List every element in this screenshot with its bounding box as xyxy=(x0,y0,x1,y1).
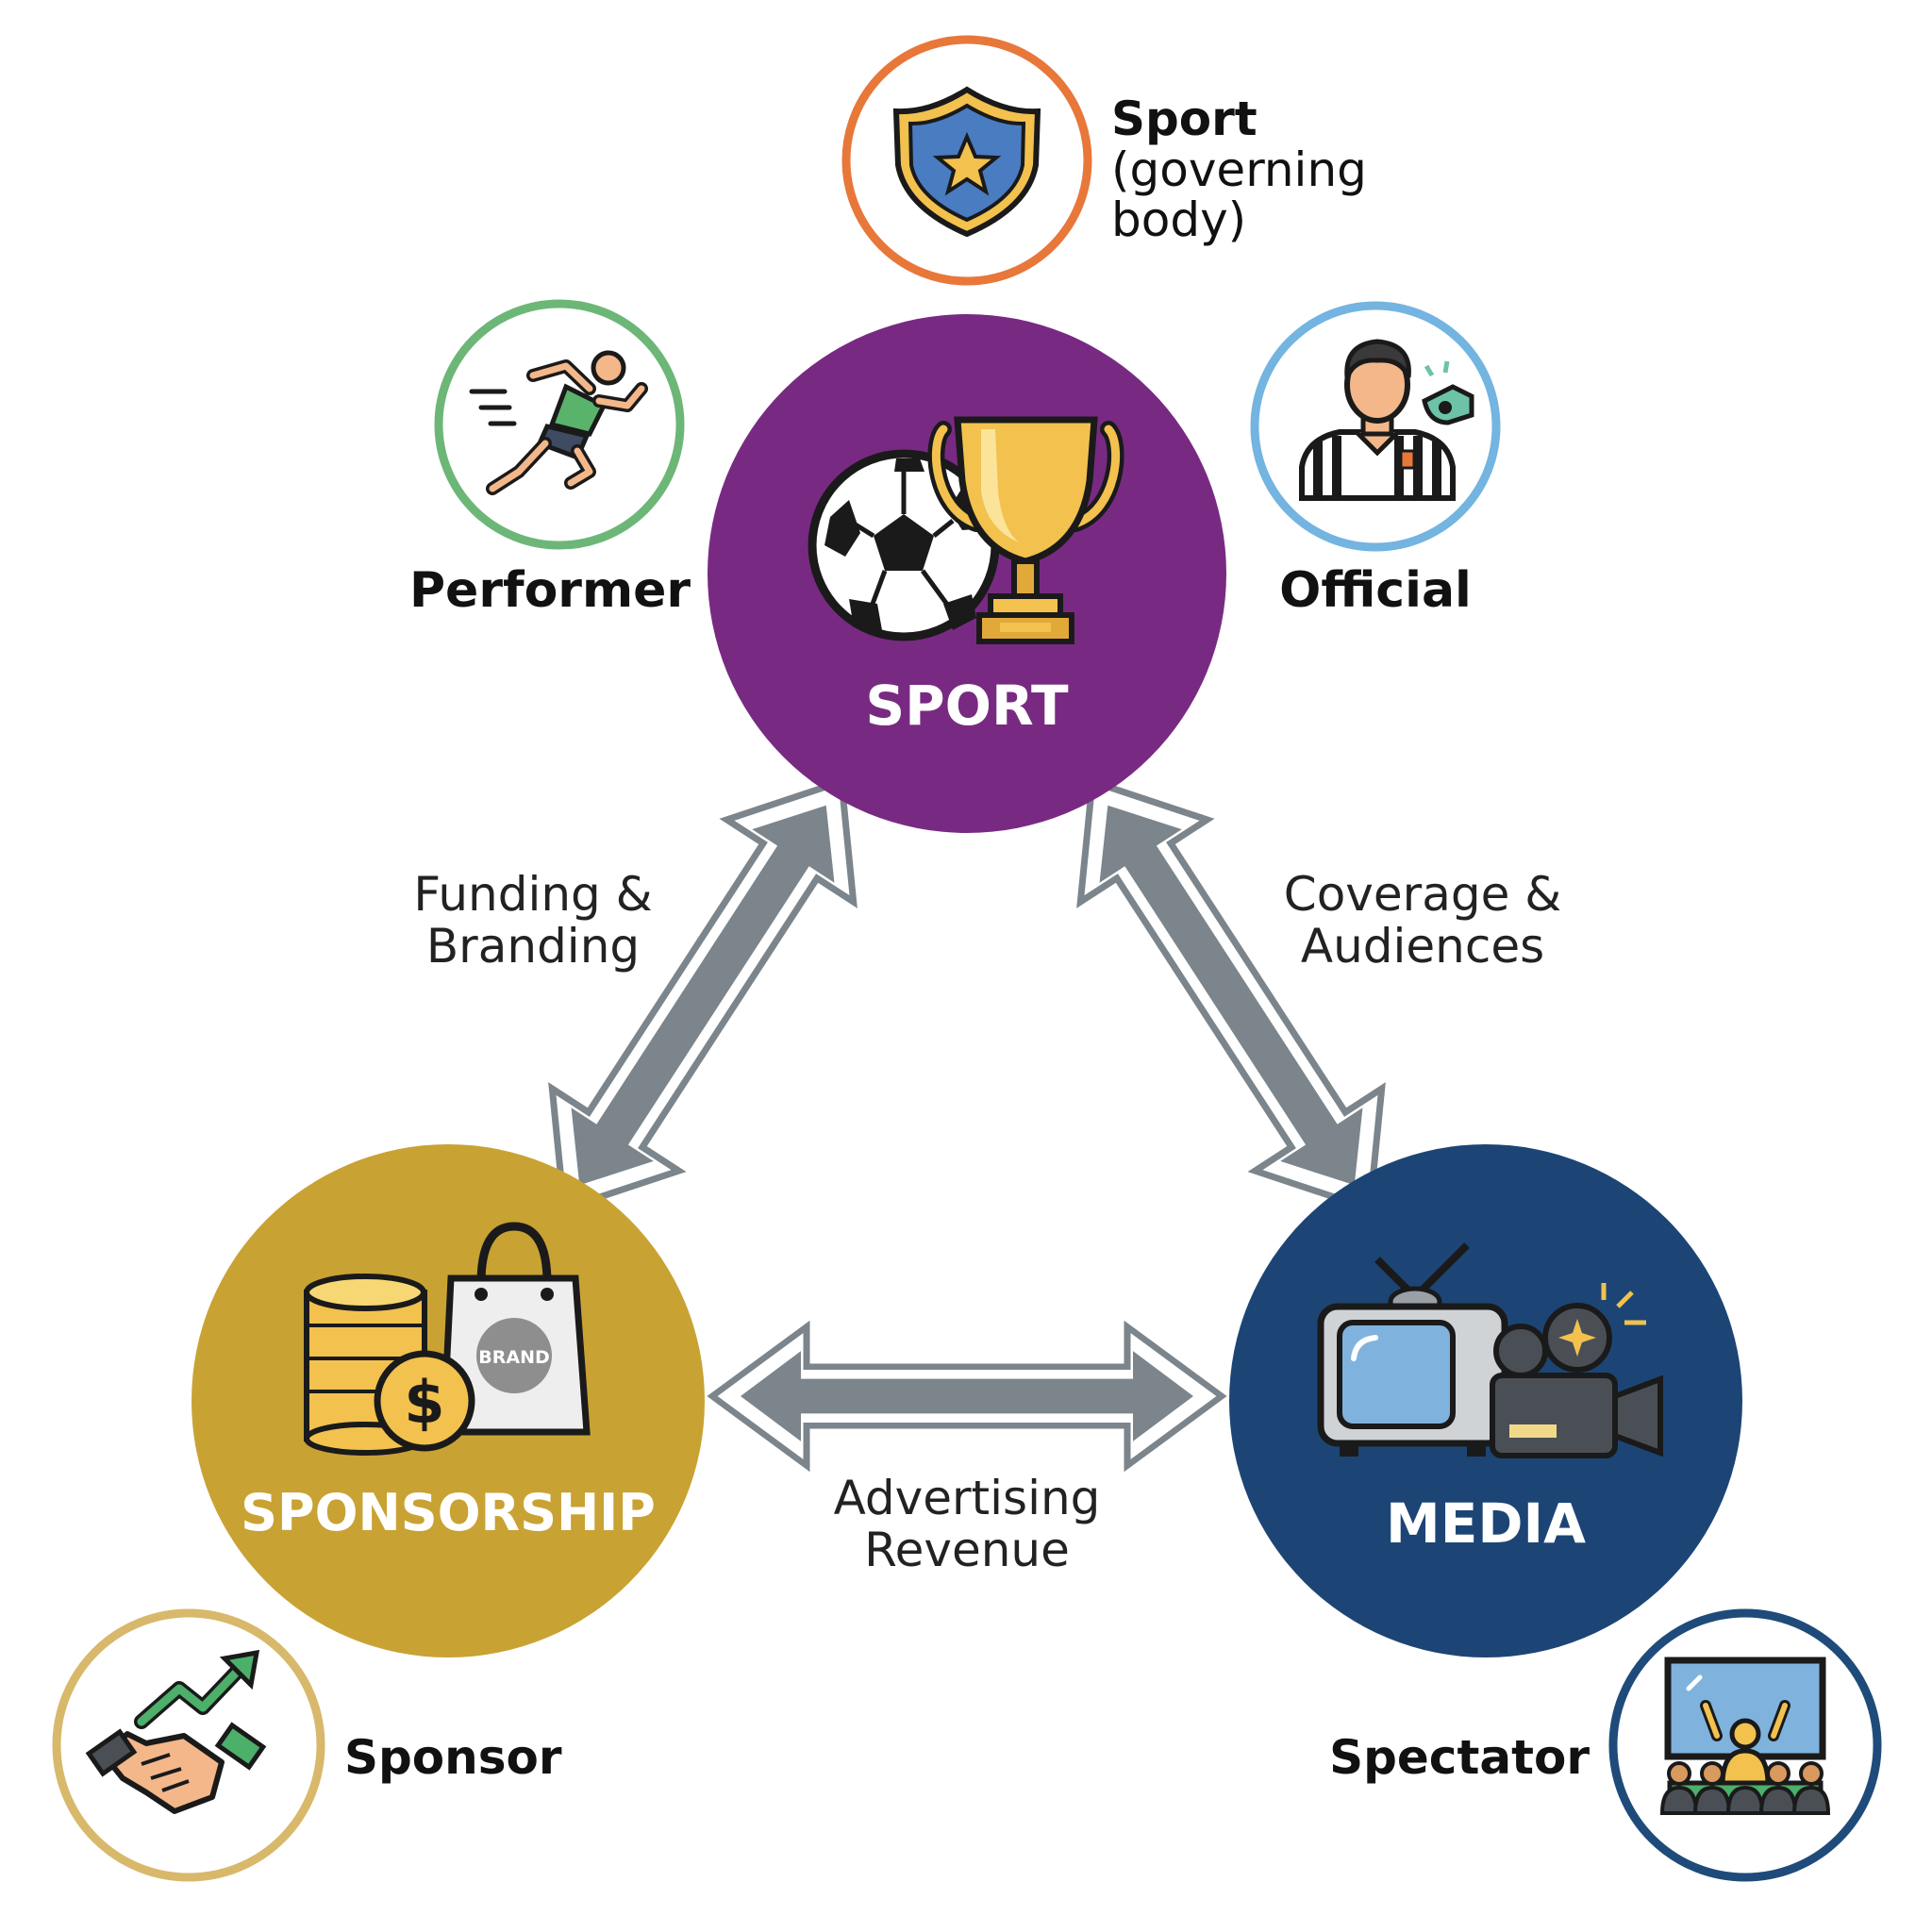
official-label: Official xyxy=(1279,562,1472,619)
sport-hub: SPORT xyxy=(708,314,1226,833)
svg-text:Revenue: Revenue xyxy=(864,1523,1070,1577)
sponsorship-hub-label: SPONSORSHIP xyxy=(241,1483,656,1542)
governing-body-subtitle-1: (governing xyxy=(1111,142,1367,197)
sponsorship-hub: BRAND $ SPONSORSHIP xyxy=(192,1144,705,1657)
coverage-audiences-label: Coverage & Audiences xyxy=(1284,867,1561,974)
handshake-growth-icon xyxy=(85,1649,267,1814)
spectator-label: Spectator xyxy=(1329,1730,1590,1785)
crowd-screen-icon xyxy=(1659,1657,1831,1815)
svg-text:Audiences: Audiences xyxy=(1301,919,1544,974)
referee-icon xyxy=(1299,339,1474,501)
performer-role: Performer xyxy=(409,299,691,619)
sponsor-role: Sponsor xyxy=(52,1608,562,1882)
dollar-coin-icon: $ xyxy=(374,1350,475,1452)
svg-text:Advertising: Advertising xyxy=(834,1471,1101,1525)
performer-label: Performer xyxy=(409,562,691,619)
governing-body-role: Sport (governing body) xyxy=(841,35,1367,286)
governing-body-subtitle-2: body) xyxy=(1111,192,1246,247)
svg-text:BRAND: BRAND xyxy=(478,1347,550,1368)
governing-body-title: Sport xyxy=(1111,92,1257,146)
trophy-icon xyxy=(927,416,1124,644)
funding-branding-label: Funding & Branding xyxy=(413,867,652,974)
svg-text:Coverage &: Coverage & xyxy=(1284,867,1561,922)
svg-text:Funding &: Funding & xyxy=(413,867,652,922)
film-camera-icon xyxy=(1490,1283,1663,1458)
official-role: Official xyxy=(1250,301,1501,619)
runner-icon xyxy=(469,350,648,495)
sponsorship-media-arrow xyxy=(712,1326,1222,1465)
media-hub: MEDIA xyxy=(1229,1144,1742,1657)
svg-text:$: $ xyxy=(404,1368,444,1437)
shield-star-icon xyxy=(892,86,1041,238)
advertising-revenue-label: Advertising Revenue xyxy=(834,1471,1101,1577)
television-icon xyxy=(1317,1242,1508,1457)
spectator-role: Spectator xyxy=(1329,1608,1882,1882)
sport-hub-label: SPORT xyxy=(865,674,1069,738)
media-hub-label: MEDIA xyxy=(1386,1491,1586,1556)
svg-text:Branding: Branding xyxy=(426,919,640,974)
sponsor-label: Sponsor xyxy=(344,1730,562,1785)
